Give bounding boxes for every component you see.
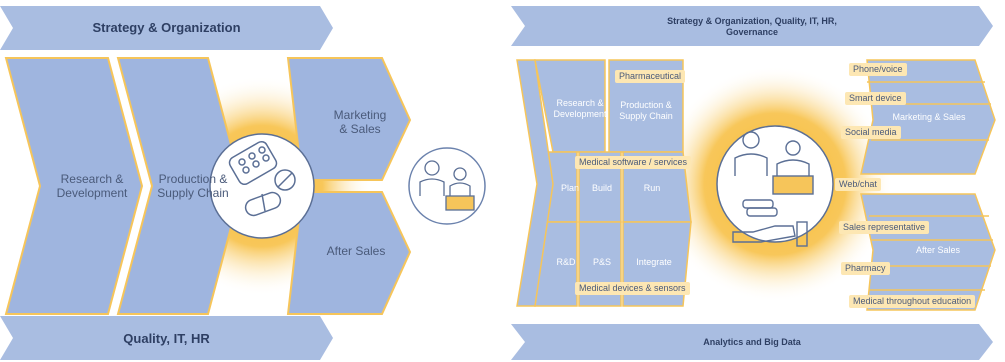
bottom-banner-shape: [0, 316, 333, 360]
bottom-banner-label: Analytics and Big Data: [703, 337, 801, 347]
marketing-sales-label: Marketing & Sales: [333, 108, 387, 136]
chevron-rd-shape: [4, 57, 144, 315]
marketing-sales-label: Marketing & Sales: [892, 112, 966, 122]
doctor-patient-icon: [734, 131, 814, 195]
chevron-psc-shape: [116, 57, 244, 315]
plan-label: Plan: [560, 183, 579, 193]
research-development-label: Research & Development: [56, 172, 128, 200]
pill-blister-icon: [228, 140, 296, 217]
medical-devices-tag: Medical devices & sensors: [575, 282, 690, 295]
web-chat-tag: Web/chat: [835, 178, 881, 191]
right-diagram: Strategy & Organization, Quality, IT, HR…: [505, 0, 1005, 362]
pharmacy-tag: Pharmacy: [841, 262, 890, 275]
after-sales-label: After Sales: [326, 244, 386, 258]
left-diagram: Strategy & Organization Quality, IT, HR …: [0, 0, 490, 362]
medical-education-tag: Medical throughout education: [849, 295, 976, 308]
bottom-banner-label: Quality, IT, HR: [123, 331, 210, 346]
integrate-label: Integrate: [636, 257, 672, 267]
top-banner-label: Strategy & Organization: [92, 20, 241, 35]
production-supply-chain-label: Production & Supply Chain: [619, 100, 673, 121]
top-banner-label: Strategy & Organization, Quality, IT, HR…: [667, 16, 837, 37]
phone-voice-tag: Phone/voice: [849, 63, 907, 76]
production-supply-chain-label: Production & Supply Chain: [157, 172, 229, 200]
top-banner-shape: [0, 6, 333, 50]
left-diagram-graphics: [0, 6, 486, 360]
pharmaceutical-tag: Pharmaceutical: [615, 70, 686, 83]
hand-medicine-icon: [732, 199, 808, 247]
research-development-label: Research & Development: [553, 98, 607, 119]
medicine-circle: [209, 133, 315, 239]
run-label: Run: [643, 183, 661, 193]
doctor-patient-icon: [419, 160, 475, 211]
ps-label: P&S: [592, 257, 611, 267]
right-stripes: [860, 59, 996, 311]
top-banner-shape: [511, 6, 993, 46]
smart-device-tag: Smart device: [845, 92, 906, 105]
sales-representative-tag: Sales representative: [839, 221, 930, 234]
after-sales-label: After Sales: [915, 245, 961, 255]
rnd-label: R&D: [556, 257, 576, 267]
build-label: Build: [591, 183, 612, 193]
social-media-tag: Social media: [841, 126, 901, 139]
medical-software-tag: Medical software / services: [575, 156, 692, 169]
aftersales-block-shape: [286, 191, 412, 315]
bottom-banner-shape: [511, 324, 993, 360]
